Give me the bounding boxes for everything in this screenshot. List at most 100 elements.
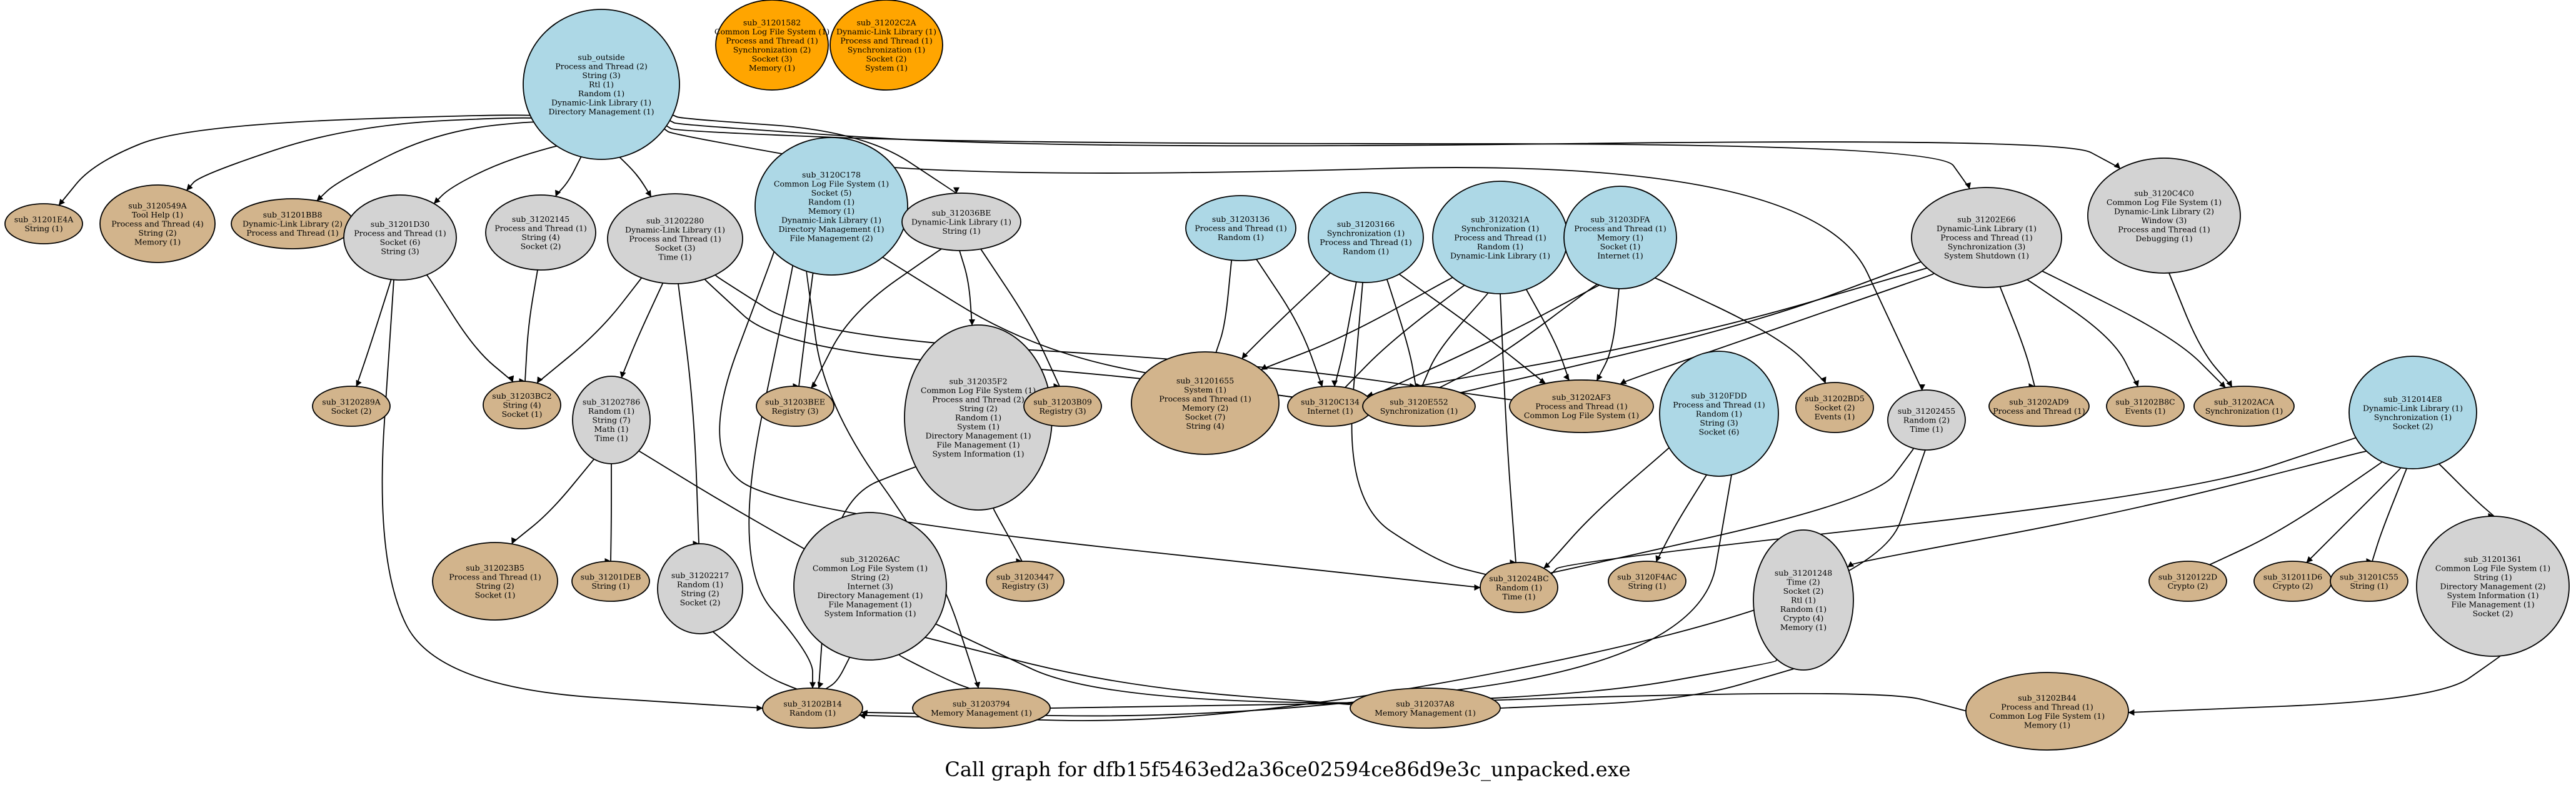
node-api-line: Registry (3) bbox=[1040, 406, 1086, 416]
node-shape bbox=[1753, 529, 1854, 671]
edge-line bbox=[2168, 272, 2233, 388]
edge-line bbox=[1241, 271, 1332, 359]
node-api-line: Dynamic-Link Library (1) bbox=[1450, 251, 1550, 261]
call-edge bbox=[1351, 282, 1493, 580]
node-api-line: Process and Thread (1) bbox=[354, 228, 446, 238]
node-title: sub_31202BD5 bbox=[1805, 394, 1865, 403]
call-edge bbox=[426, 274, 514, 382]
node-title: sub_31201655 bbox=[1176, 376, 1234, 385]
node-api-line: Socket (2) bbox=[2473, 609, 2513, 618]
node-title: sub_31203447 bbox=[996, 572, 1054, 581]
node-shape bbox=[1911, 187, 2062, 288]
node-api-line: Random (1) bbox=[1696, 409, 1742, 419]
node-api-line: String (1) bbox=[2350, 581, 2388, 591]
edge-line bbox=[1453, 261, 1922, 398]
node-api-line: Process and Thread (1) bbox=[246, 228, 339, 238]
node-title: sub_31203794 bbox=[953, 699, 1010, 708]
call-edge bbox=[980, 248, 1063, 387]
node-api-line: Socket (2) bbox=[680, 598, 721, 607]
node-api-line: Memory (1) bbox=[134, 238, 181, 247]
call-edge bbox=[1999, 286, 2038, 387]
edge-line bbox=[1651, 276, 1827, 384]
edge-line bbox=[1338, 282, 1468, 394]
node-shape bbox=[1988, 386, 2090, 427]
edge-line bbox=[619, 282, 664, 378]
node-title: sub_31201D30 bbox=[371, 219, 429, 229]
node-api-line: Socket (2) bbox=[2393, 421, 2433, 431]
edge-line bbox=[1421, 292, 1489, 387]
node-api-line: Time (1) bbox=[1502, 592, 1535, 601]
node-api-line: Common Log File System (1) bbox=[1990, 711, 2105, 721]
node-api-line: Socket (2) bbox=[866, 54, 907, 63]
node-api-line: Socket (2) bbox=[1815, 403, 1855, 412]
node-title: sub_3120289A bbox=[322, 397, 381, 406]
node-shape bbox=[607, 193, 743, 284]
call-edge bbox=[1432, 282, 1600, 394]
call-edge bbox=[2039, 269, 2226, 388]
node-api-line: Directory Management (1) bbox=[925, 431, 1031, 441]
node-shape bbox=[485, 194, 596, 271]
node-title: sub_outside bbox=[578, 52, 624, 62]
node-api-line: System (1) bbox=[865, 63, 908, 72]
node-api-line: Time (1) bbox=[1910, 424, 1943, 434]
call-edge bbox=[522, 269, 538, 382]
node-title: sub_31201BB8 bbox=[263, 210, 323, 219]
node-shape bbox=[1795, 382, 1874, 433]
node-title: sub_31202145 bbox=[512, 214, 569, 224]
call-edge bbox=[672, 114, 960, 194]
node-title: sub_312035F2 bbox=[949, 377, 1007, 386]
node-api-line: Random (1) bbox=[1218, 232, 1264, 242]
edge-line bbox=[316, 121, 550, 201]
node-shape bbox=[1509, 379, 1654, 433]
node-api-line: Dynamic-Link Library (1) bbox=[911, 218, 1011, 227]
call-edge bbox=[1398, 273, 1546, 384]
node-shape bbox=[2416, 516, 2570, 657]
node-api-line: Synchronization (1) bbox=[2205, 406, 2283, 416]
node-title: sub_31202217 bbox=[671, 571, 729, 580]
node-shape bbox=[1308, 192, 1424, 283]
node-api-line: Synchronization (2) bbox=[733, 45, 811, 54]
node-api-line: Memory (2) bbox=[1182, 403, 1228, 412]
edge-line bbox=[959, 250, 975, 326]
node-api-line: Dynamic-Link Library (1) bbox=[1937, 224, 2037, 233]
call-edge bbox=[1331, 281, 1357, 387]
node-title: sub_312014E8 bbox=[2383, 394, 2442, 404]
node-api-line: Process and Thread (1) bbox=[1574, 224, 1666, 233]
node-shape bbox=[762, 688, 863, 729]
call-edge bbox=[993, 508, 1025, 562]
node-title: sub_312026AC bbox=[840, 554, 900, 564]
edge-line bbox=[1351, 282, 1493, 580]
node-api-line: String (2) bbox=[851, 572, 889, 582]
node-api-line: Registry (3) bbox=[1002, 581, 1049, 591]
node-api-line: Common Log File System (1) bbox=[2107, 198, 2222, 207]
node-api-line: System Information (1) bbox=[933, 449, 1025, 459]
call-edge bbox=[1847, 450, 2369, 568]
call-edge bbox=[1453, 261, 1922, 398]
node-api-line: Memory (1) bbox=[808, 206, 854, 216]
node-api-line: Directory Management (1) bbox=[778, 224, 884, 234]
call-edge bbox=[2128, 655, 2501, 716]
edge-line bbox=[1366, 267, 1928, 398]
call-edge bbox=[925, 637, 1365, 709]
node-api-line: Process and Thread (1) bbox=[629, 234, 721, 244]
node-shape bbox=[1185, 195, 1296, 261]
node-shape bbox=[756, 386, 834, 427]
edge-line bbox=[522, 269, 538, 382]
node-api-line: Memory Management (1) bbox=[931, 708, 1032, 718]
call-edge bbox=[1620, 272, 1935, 385]
edge-line bbox=[58, 114, 543, 206]
